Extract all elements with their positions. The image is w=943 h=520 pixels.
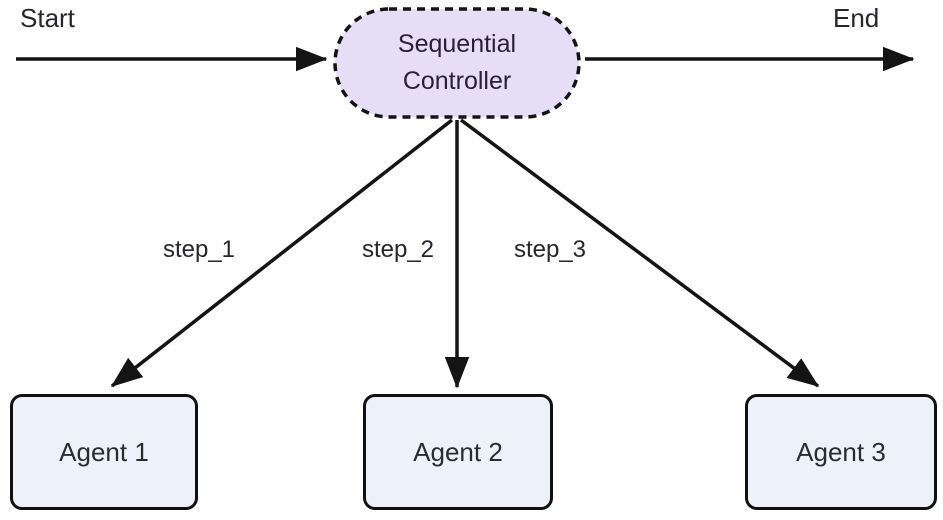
sequential-controller-node bbox=[333, 7, 581, 119]
agent-2-node: Agent 2 bbox=[363, 394, 553, 510]
edge-label-step-1: step_1 bbox=[160, 236, 238, 264]
sequential-controller-label: Sequential Controller bbox=[397, 30, 517, 95]
start-label: Start bbox=[20, 3, 75, 33]
edge-controller-to-agent3 bbox=[459, 118, 820, 388]
agent-1-node: Agent 1 bbox=[10, 394, 198, 510]
agent-3-node: Agent 3 bbox=[745, 394, 937, 510]
agent-2-label: Agent 2 bbox=[413, 436, 503, 467]
edge-label-step-3: step_3 bbox=[511, 236, 589, 264]
edge-controller-to-agent1 bbox=[110, 118, 454, 388]
agent-3-label: Agent 3 bbox=[796, 436, 886, 467]
agent-1-label: Agent 1 bbox=[59, 436, 149, 467]
edge-label-step-2: step_2 bbox=[359, 236, 437, 264]
end-label: End bbox=[833, 3, 880, 33]
